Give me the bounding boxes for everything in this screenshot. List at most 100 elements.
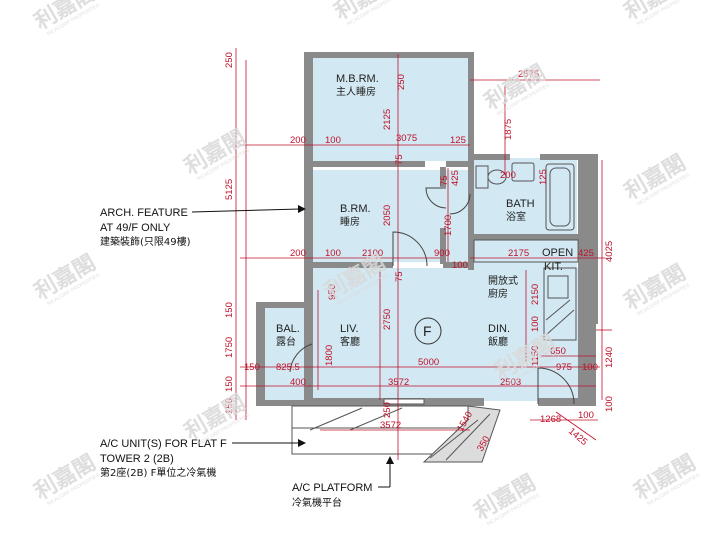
dim-label: 2100 bbox=[362, 248, 383, 259]
ac-hatch bbox=[309, 407, 363, 431]
dim-label: 2503 bbox=[500, 377, 521, 388]
dimension-lines bbox=[235, 48, 612, 460]
door-swing-br bbox=[392, 231, 428, 267]
room-corridor-fill bbox=[446, 170, 472, 268]
bathtub-inner bbox=[549, 167, 571, 227]
toilet-bowl bbox=[487, 169, 507, 185]
room-label-bal: BAL. bbox=[276, 323, 300, 335]
wall bbox=[256, 302, 312, 308]
room-label-mbr-zh: 主人睡房 bbox=[336, 85, 376, 98]
wall bbox=[313, 262, 393, 268]
dim-label: 75 bbox=[439, 175, 450, 186]
dim-label: 425 bbox=[450, 170, 461, 186]
dim-label: 2150 bbox=[530, 284, 541, 305]
dim-label: 150 bbox=[244, 362, 260, 373]
dim-label: 1240 bbox=[604, 347, 615, 368]
dim-label: 1425 bbox=[566, 426, 589, 448]
dim-label: 1800 bbox=[324, 345, 335, 366]
dim-label: 250 bbox=[382, 402, 393, 418]
room-kit-fill bbox=[472, 240, 577, 268]
wall bbox=[256, 302, 265, 406]
room-label-bath-zh: 浴室 bbox=[506, 210, 526, 223]
room-label-bal-zh: 露台 bbox=[276, 335, 296, 348]
room-label-kit-zh: 開放式 bbox=[488, 274, 518, 287]
wall bbox=[540, 154, 596, 160]
dimension-labels: 250 250 2575 2125 1875 200 100 3075 125 … bbox=[224, 52, 615, 453]
watermark-logo: 利嘉閣 RICACORP PROPERTIES bbox=[31, 451, 102, 508]
counter-hatch bbox=[545, 309, 575, 336]
dim-label: 150 bbox=[224, 398, 235, 414]
dim-label: 125 bbox=[538, 169, 549, 185]
dim-label: 200 bbox=[290, 135, 306, 146]
room-label-open: OPEN bbox=[542, 247, 573, 259]
dim-label: 75 bbox=[394, 154, 405, 165]
dim-label: 4025 bbox=[604, 241, 615, 262]
ac-wedge-hatch bbox=[445, 413, 491, 461]
wall bbox=[304, 52, 474, 58]
fixtures bbox=[473, 162, 579, 341]
dim-label: 3572 bbox=[388, 377, 409, 388]
wall bbox=[440, 167, 446, 187]
wall bbox=[578, 324, 596, 404]
dim-label: 5000 bbox=[418, 357, 439, 368]
watermark-logo: 利嘉閣 RICACORP PROPERTIES bbox=[31, 0, 102, 38]
wall bbox=[443, 262, 473, 268]
room-mbr-fill bbox=[313, 58, 468, 161]
dim-label: 2125 bbox=[382, 109, 393, 130]
door-swing-bal bbox=[289, 343, 313, 373]
dim-label: 1700 bbox=[443, 215, 454, 236]
wall bbox=[440, 228, 446, 264]
dim-label: 2750 bbox=[382, 309, 393, 330]
counter-hatch bbox=[545, 299, 571, 321]
room-label-bath: BATH bbox=[506, 198, 535, 210]
ac-platform-arrow bbox=[386, 456, 394, 464]
watermark-logo: 利嘉閣 RICACORP PROPERTIES bbox=[471, 471, 542, 528]
dim-label: 2175 bbox=[508, 248, 529, 259]
room-br-fill bbox=[313, 170, 446, 262]
note-ac-platform-line1: A/C PLATFORM bbox=[292, 482, 372, 494]
wall bbox=[578, 154, 598, 324]
ac-unit-arrow bbox=[298, 439, 306, 447]
wall bbox=[474, 234, 578, 240]
wall bbox=[446, 161, 470, 167]
door-swing-entrance bbox=[537, 367, 575, 405]
watermark-logo: 利嘉閣 RICACORP PROPERTIES bbox=[31, 251, 102, 308]
dim-label: 100 bbox=[582, 362, 598, 373]
dim-label: 150 bbox=[224, 302, 235, 318]
ac-wedge-hatch bbox=[429, 419, 479, 459]
room-label-din: DIN. bbox=[488, 323, 510, 335]
dim-label: 200 bbox=[500, 170, 516, 181]
door-swing-corridor bbox=[425, 187, 447, 209]
ac-platform bbox=[291, 405, 501, 463]
note-arch-feature-line1: ARCH. FEATURE bbox=[100, 207, 188, 219]
ac-hatch bbox=[349, 407, 403, 431]
dim-label: 125 bbox=[450, 135, 466, 146]
dim-label: 975 bbox=[556, 362, 572, 373]
note-ac-unit-zh: 第2座(2B) F單位之冷氣機 bbox=[100, 466, 216, 479]
dim-label: 950 bbox=[327, 284, 338, 300]
dim-label: 100 bbox=[530, 316, 541, 332]
wall bbox=[468, 52, 474, 160]
room-bath-fill bbox=[472, 158, 577, 236]
dim-label: 100 bbox=[578, 410, 594, 421]
kitchen-side-counter bbox=[543, 267, 577, 341]
dim-label: 400 bbox=[290, 377, 306, 388]
callouts: ARCH. FEATURE AT 49/F ONLY 建築裝飾(只限49樓) A… bbox=[100, 205, 394, 509]
dim-label: 1750 bbox=[224, 337, 235, 358]
dim-label: 1875 bbox=[503, 119, 514, 140]
note-arch-feature-line2: AT 49/F ONLY bbox=[100, 222, 171, 234]
dim-label: 900 bbox=[434, 248, 450, 259]
note-ac-unit-line2: TOWER 2 (2B) bbox=[100, 453, 174, 465]
watermark-logo: 利嘉閣 RICACORP PROPERTIES bbox=[621, 0, 692, 28]
dim-label: 425 bbox=[578, 248, 594, 259]
bathtub bbox=[545, 163, 575, 231]
watermark-logo: 利嘉閣 RICACORP PROPERTIES bbox=[621, 261, 692, 318]
wall bbox=[304, 52, 313, 402]
dim-label: 250 bbox=[396, 74, 407, 90]
room-living-fill bbox=[313, 268, 578, 401]
dim-label: 650 bbox=[550, 346, 566, 357]
watermark-logo: 利嘉閣 RICACORP PROPERTIES bbox=[331, 0, 402, 28]
room-labels: M.B.RM. 主人睡房 B.RM. 睡房 BATH 浴室 OPEN KIT. … bbox=[276, 73, 573, 348]
kitchen-counter bbox=[473, 239, 579, 263]
